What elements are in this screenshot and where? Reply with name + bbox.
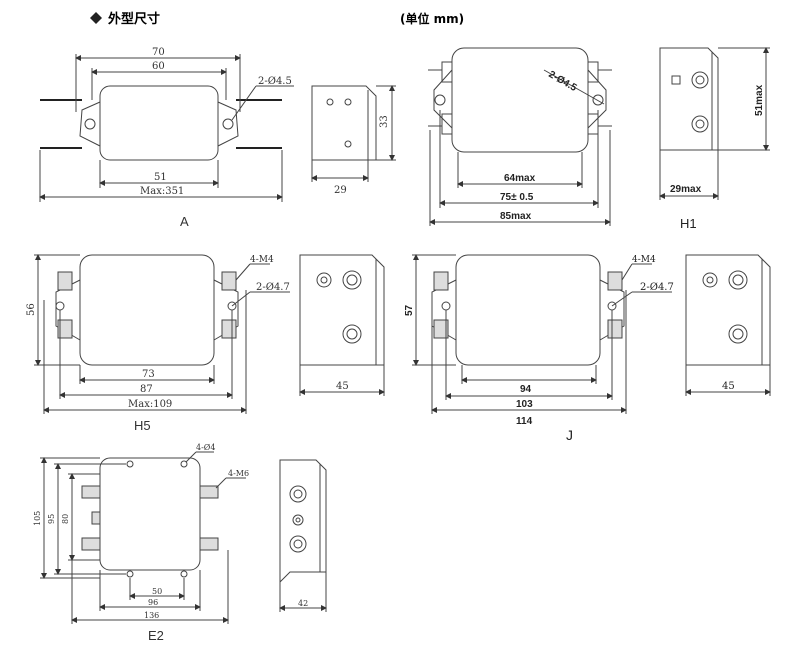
diamond-icon	[90, 12, 102, 24]
drawing-a-dims: 70 60 2-Ø4.5 51 Max:351 33 29 A	[140, 47, 390, 229]
terminal-stud	[57, 271, 73, 291]
mount-hole	[180, 570, 188, 578]
side-view-h1	[659, 47, 719, 151]
mount-flange-left	[79, 101, 101, 147]
mount-hole	[441, 301, 451, 311]
drawing-j-dims: 4-M4 2-Ø4.7 57 94 103 114 45 J	[404, 255, 735, 443]
dim-105: 105	[33, 511, 42, 526]
dim-64max: 64max	[504, 173, 536, 184]
dim-95: 95	[47, 514, 56, 524]
drawing-label-h1: H1	[680, 216, 697, 231]
filter-body	[451, 47, 589, 153]
dim-60: 60	[152, 61, 165, 72]
dim-m6: 4-M6	[228, 469, 249, 478]
dim-87: 87	[140, 384, 153, 395]
dim-29: 29	[334, 185, 347, 196]
dim-94: 94	[520, 384, 532, 395]
dim-hole: 2-Ø4.5	[258, 76, 292, 87]
dim-51: 51	[154, 172, 167, 183]
dim-56: 56	[26, 303, 37, 316]
dim-70: 70	[152, 47, 165, 58]
unit-note: (单位 mm)	[400, 11, 464, 26]
dim-45: 45	[722, 381, 735, 392]
terminal-stud	[81, 485, 101, 499]
mount-hole	[180, 460, 188, 468]
side-view-j	[685, 254, 771, 366]
drawing-j	[412, 254, 771, 414]
dim-75: 75± 0.5	[500, 192, 534, 203]
mount-hole	[55, 301, 65, 311]
filter-body	[99, 85, 219, 161]
dim-hole: 2-Ø4.7	[256, 282, 290, 293]
mount-flange-right	[587, 69, 607, 129]
dim-114: 114	[516, 416, 533, 427]
terminal-stud	[81, 537, 101, 551]
terminal-stud	[607, 319, 623, 339]
dim-80: 80	[61, 514, 70, 524]
dim-73: 73	[142, 369, 155, 380]
drawing-label-j: J	[566, 427, 573, 443]
drawing-e2-dims: 4-Ø4 4-M6 105 95 80 50 96 136 42 E2	[33, 443, 308, 643]
dim-85max: 85max	[500, 211, 532, 222]
drawing-a	[39, 54, 396, 202]
mount-hole	[126, 570, 134, 578]
header: 外型尺寸 (单位 mm)	[90, 11, 464, 27]
mount-flange-left	[433, 69, 453, 129]
dim-42: 42	[298, 599, 308, 608]
dim-29max: 29max	[670, 184, 702, 195]
dim-50: 50	[152, 587, 162, 596]
dim-hole: 4-Ø4	[196, 443, 215, 452]
terminal-stud	[199, 537, 219, 551]
drawing-label-h5: H5	[134, 418, 151, 433]
drawing-label-a: A	[180, 214, 189, 229]
filter-body	[455, 254, 601, 366]
dim-57: 57	[404, 304, 415, 316]
dim-96: 96	[148, 598, 158, 607]
terminal-stud	[221, 271, 237, 291]
dim-51max: 51max	[754, 84, 765, 116]
drawing-h5-dims: 4-M4 2-Ø4.7 56 73 87 Max:109 45 H5	[26, 255, 349, 433]
terminal-stud	[607, 271, 623, 291]
side-view-a	[311, 85, 377, 161]
filter-body	[79, 254, 215, 366]
terminal-stud	[199, 485, 219, 499]
mount-hole	[126, 460, 134, 468]
dim-max: Max:109	[128, 399, 172, 410]
terminal-stud	[91, 511, 101, 525]
terminal-stud	[221, 319, 237, 339]
dim-hole: 2-Ø4.7	[640, 282, 674, 293]
filter-body	[99, 457, 201, 571]
mount-flange-right	[217, 101, 239, 147]
dim-m4: 4-M4	[250, 255, 274, 265]
dim-103: 103	[516, 399, 533, 410]
drawing-label-e2: E2	[148, 628, 164, 643]
drawing-h1	[428, 47, 770, 226]
dim-136: 136	[144, 611, 159, 620]
side-view-h5	[299, 254, 385, 366]
terminal-stud	[57, 319, 73, 339]
dim-33: 33	[379, 115, 390, 128]
drawing-h5	[34, 254, 385, 414]
dim-hole: 2-Ø4.5	[547, 69, 579, 94]
drawing-e2	[40, 451, 327, 624]
dim-m4: 4-M4	[632, 255, 656, 265]
dim-max: Max:351	[140, 186, 184, 197]
terminal-stud	[433, 319, 449, 339]
dim-45: 45	[336, 381, 349, 392]
terminal-stud	[433, 271, 449, 291]
section-title: 外型尺寸	[107, 11, 160, 27]
